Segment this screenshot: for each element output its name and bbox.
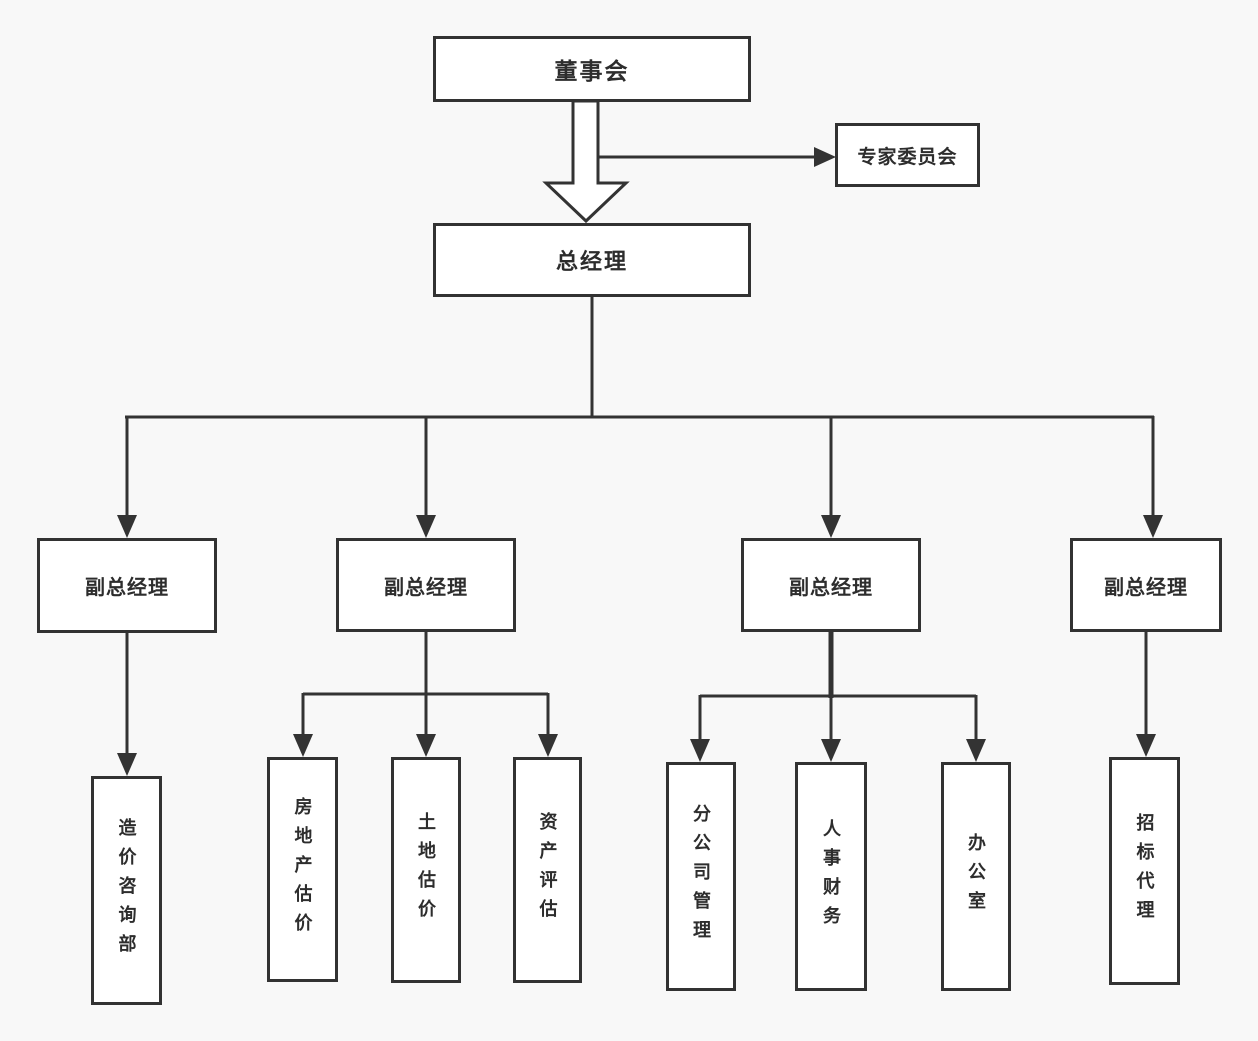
arrow-down-icon xyxy=(1143,515,1163,538)
connector-board-to-expert xyxy=(597,147,836,167)
dept-label: 人事财务 xyxy=(821,818,841,935)
connector-deputy1-to-dept xyxy=(117,633,137,776)
connector-gm-distribution xyxy=(125,297,1154,419)
dept-label: 资产评估 xyxy=(537,812,558,928)
node-dept-asset-valuation: 资产评估 xyxy=(513,757,582,983)
arrow-down-icon xyxy=(538,734,558,757)
block-arrow-down-icon xyxy=(542,99,630,224)
node-deputy-gm-4: 副总经理 xyxy=(1070,538,1222,632)
node-deputy-gm-1: 副总经理 xyxy=(37,538,217,633)
connector-drop-deputy-2 xyxy=(416,416,436,538)
arrow-down-icon xyxy=(690,739,710,762)
dept-label: 房地产估价 xyxy=(292,797,313,942)
node-dept-real-estate-appraisal: 房地产估价 xyxy=(267,757,338,982)
node-dept-bidding-agency: 招标代理 xyxy=(1109,757,1180,985)
arrow-down-icon xyxy=(416,515,436,538)
arrow-down-icon xyxy=(1136,734,1156,757)
branch-deputy-3 xyxy=(690,631,986,762)
connector-drop-deputy-1 xyxy=(117,416,137,538)
arrow-down-icon xyxy=(416,734,436,757)
dept-label: 分公司管理 xyxy=(691,804,711,949)
node-dept-branch-management: 分公司管理 xyxy=(666,762,736,991)
node-board: 董事会 xyxy=(433,36,751,102)
dept-label: 土地估价 xyxy=(416,812,436,928)
arrow-right-icon xyxy=(814,147,836,167)
dept-label: 办公室 xyxy=(966,833,986,920)
arrow-down-icon xyxy=(117,515,137,538)
node-dept-hr-finance: 人事财务 xyxy=(795,762,867,991)
node-expert-committee: 专家委员会 xyxy=(835,123,980,187)
dept-label: 招标代理 xyxy=(1134,813,1155,929)
arrow-down-icon xyxy=(293,734,313,757)
node-deputy-gm-2: 副总经理 xyxy=(336,538,516,632)
arrow-down-icon xyxy=(821,515,841,538)
arrow-down-icon xyxy=(966,739,986,762)
node-dept-general-office: 办公室 xyxy=(941,762,1011,991)
connector-deputy4-to-dept xyxy=(1136,632,1156,757)
arrow-down-icon xyxy=(821,739,841,762)
node-dept-cost-consulting: 造价咨询部 xyxy=(91,776,162,1005)
connector-drop-deputy-3 xyxy=(821,416,841,538)
connector-drop-deputy-4 xyxy=(1143,416,1163,538)
branch-deputy-2 xyxy=(293,632,558,757)
node-deputy-gm-3: 副总经理 xyxy=(741,538,921,632)
node-dept-land-appraisal: 土地估价 xyxy=(391,757,461,983)
dept-label: 造价咨询部 xyxy=(116,818,137,963)
node-general-manager: 总经理 xyxy=(433,223,751,297)
arrow-down-icon xyxy=(117,753,137,776)
